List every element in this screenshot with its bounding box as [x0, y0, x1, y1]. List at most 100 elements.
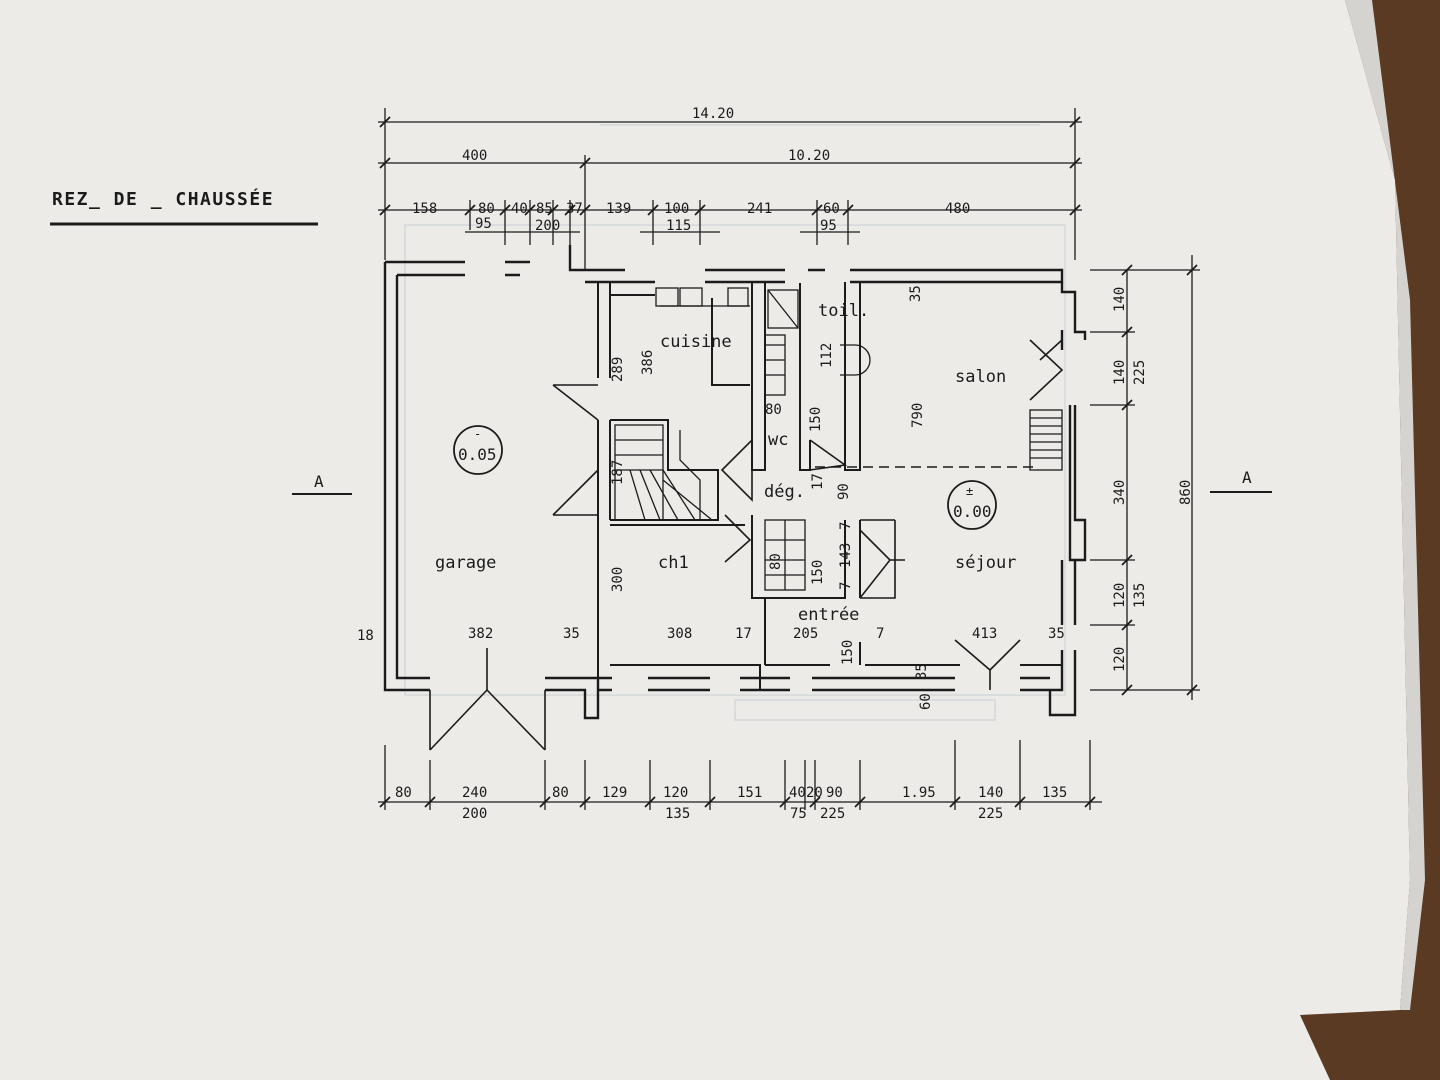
- interior-dimension-labels: 18 382 35 308 17 205 7 413 35 35 289 386…: [357, 285, 1065, 710]
- svg-text:225: 225: [1132, 360, 1148, 385]
- svg-text:289: 289: [610, 357, 626, 382]
- interior-doors: [552, 339, 1064, 690]
- svg-text:35: 35: [914, 663, 930, 680]
- svg-text:0.05: 0.05: [458, 445, 497, 464]
- svg-text:140: 140: [1112, 287, 1128, 312]
- dim-house-width: 10.20: [788, 148, 830, 164]
- room-label-wc: wc: [768, 430, 788, 450]
- svg-text:80: 80: [395, 785, 412, 801]
- svg-text:37: 37: [566, 201, 583, 217]
- bottom-dimension-ticks: [379, 796, 1096, 808]
- svg-text:300: 300: [610, 567, 626, 592]
- room-label-garage: garage: [435, 553, 496, 573]
- svg-text:75: 75: [790, 806, 807, 822]
- level-marker-garage: - 0.05: [453, 425, 503, 475]
- svg-text:187: 187: [610, 460, 626, 485]
- svg-text:790: 790: [910, 403, 926, 428]
- svg-text:120: 120: [1112, 583, 1128, 608]
- svg-text:120: 120: [1112, 647, 1128, 672]
- svg-text:200: 200: [535, 218, 560, 234]
- room-label-degagement: dég.: [764, 482, 805, 502]
- svg-text:40: 40: [789, 785, 806, 801]
- svg-text:7: 7: [838, 582, 854, 590]
- svg-text:17: 17: [810, 473, 826, 490]
- svg-text:205: 205: [793, 626, 818, 642]
- right-dimension-lines: [1090, 255, 1200, 700]
- svg-text:90: 90: [836, 483, 852, 500]
- svg-text:150: 150: [808, 407, 824, 432]
- paper-edge-shadow: [1345, 0, 1425, 1010]
- svg-text:140: 140: [978, 785, 1003, 801]
- svg-text:-: -: [474, 427, 481, 441]
- svg-text:140: 140: [1112, 360, 1128, 385]
- right-dimension-labels: 140 140 225 340 120 135 120 860: [1112, 287, 1194, 672]
- paper-sheet: [0, 0, 1410, 1080]
- kitchen-fixtures: [655, 287, 750, 307]
- svg-text:225: 225: [820, 806, 845, 822]
- svg-text:40: 40: [511, 201, 528, 217]
- svg-text:100: 100: [664, 201, 689, 217]
- svg-text:80: 80: [765, 402, 782, 418]
- top-dimension-ticks: [379, 116, 1081, 216]
- staircase: [614, 424, 713, 521]
- dim-total-width: 14.20: [692, 106, 734, 122]
- svg-text:120: 120: [663, 785, 688, 801]
- svg-text:158: 158: [412, 201, 437, 217]
- top-dimension-labels: 158 80 40 85 37 139 100 241 60 480 95 20…: [412, 201, 970, 234]
- room-label-cuisine: cuisine: [660, 332, 732, 352]
- exterior-walls: [383, 245, 1087, 720]
- svg-text:80: 80: [478, 201, 495, 217]
- svg-text:200: 200: [462, 806, 487, 822]
- room-label-ch1: ch1: [658, 553, 689, 573]
- svg-text:60: 60: [918, 693, 934, 710]
- svg-text:340: 340: [1112, 480, 1128, 505]
- garage-door: [429, 648, 546, 751]
- svg-text:135: 135: [665, 806, 690, 822]
- svg-text:135: 135: [1132, 583, 1148, 608]
- top-dimension-lines: [378, 108, 1082, 270]
- svg-text:112: 112: [819, 343, 835, 368]
- svg-text:7: 7: [876, 626, 884, 642]
- ghost-lines: [404, 124, 1066, 721]
- svg-text:A: A: [314, 472, 324, 491]
- svg-text:60: 60: [823, 201, 840, 217]
- svg-text:386: 386: [640, 350, 656, 375]
- svg-text:20: 20: [806, 785, 823, 801]
- svg-text:95: 95: [475, 216, 492, 232]
- room-label-sejour: séjour: [955, 553, 1016, 573]
- svg-text:80: 80: [552, 785, 569, 801]
- dim-garage-width: 400: [462, 148, 487, 164]
- svg-text:80: 80: [768, 553, 784, 570]
- plan-title: REZ_ DE _ CHAUSSÉE: [52, 188, 274, 210]
- svg-text:860: 860: [1178, 480, 1194, 505]
- svg-text:35: 35: [1048, 626, 1065, 642]
- bottom-dimension-labels: 80 240 80 129 120 151 40 20 90 1.95 140 …: [395, 785, 1067, 822]
- svg-text:7: 7: [838, 522, 854, 530]
- svg-text:17: 17: [735, 626, 752, 642]
- svg-text:A: A: [1242, 468, 1252, 487]
- svg-text:382: 382: [468, 626, 493, 642]
- level-marker-main: ± 0.00: [947, 480, 997, 530]
- svg-text:35: 35: [563, 626, 580, 642]
- svg-text:241: 241: [747, 201, 772, 217]
- svg-text:308: 308: [667, 626, 692, 642]
- svg-text:150: 150: [840, 640, 856, 665]
- svg-text:90: 90: [826, 785, 843, 801]
- svg-text:143: 143: [838, 543, 854, 568]
- bathroom-fixtures: [764, 289, 871, 591]
- svg-text:95: 95: [820, 218, 837, 234]
- svg-text:151: 151: [737, 785, 762, 801]
- svg-text:129: 129: [602, 785, 627, 801]
- svg-text:240: 240: [462, 785, 487, 801]
- salon-steps: [1029, 409, 1063, 471]
- svg-text:135: 135: [1042, 785, 1067, 801]
- svg-text:413: 413: [972, 626, 997, 642]
- svg-text:1.95: 1.95: [902, 785, 936, 801]
- room-label-entree: entrée: [798, 605, 859, 625]
- section-marker-right: A: [1210, 468, 1272, 493]
- svg-text:0.00: 0.00: [953, 502, 992, 521]
- section-marker-left: A: [292, 472, 352, 495]
- svg-text:35: 35: [908, 285, 924, 302]
- svg-text:85: 85: [536, 201, 553, 217]
